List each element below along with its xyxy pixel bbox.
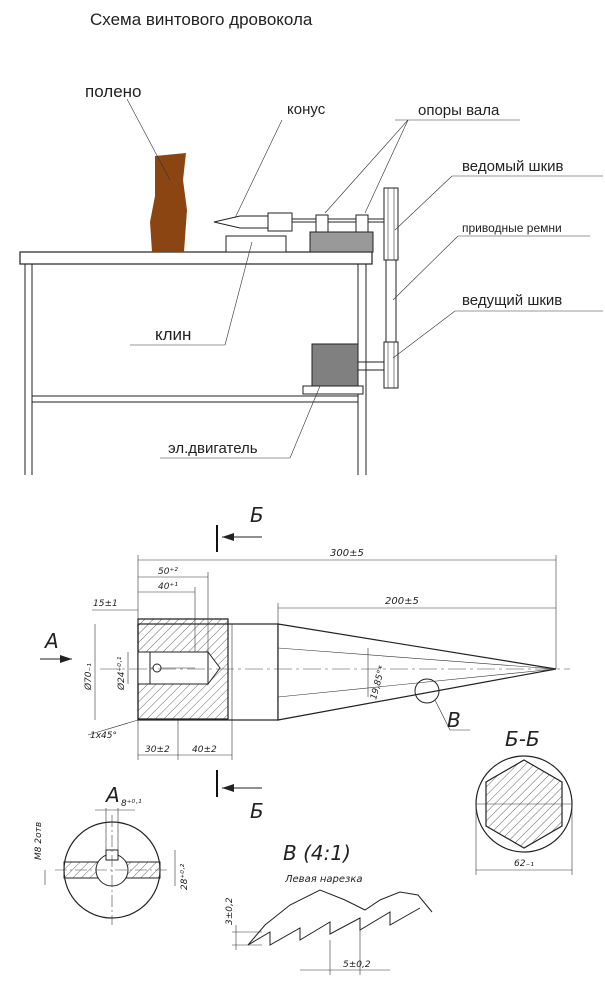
dim-pitch: 5±0,2: [343, 960, 371, 970]
dimensions-main: 300±5 200±5 50⁺² 40⁺¹ 15±1 Ø70₋₁ Ø24⁺⁰·¹…: [83, 548, 557, 760]
label-drive-belts: приводные ремни: [462, 221, 562, 235]
dim-hole-depth-outer: 50⁺²: [158, 567, 178, 577]
leader-lines: [126, 98, 603, 459]
dim-offset: 15±1: [93, 599, 118, 609]
wedge-body: [100, 618, 570, 721]
label-drive-pulley: ведущий шкив: [462, 292, 562, 309]
dim-total-length: 300±5: [330, 548, 364, 559]
view-letter-a: A: [43, 629, 59, 653]
dim-diameter: Ø70₋₁: [83, 663, 94, 691]
section-letter-top: Б: [250, 503, 264, 527]
section-view: Б-Б 62₋₁: [475, 727, 573, 875]
dim-chamfer: 1x45°: [90, 731, 117, 741]
motor-mount: [302, 385, 364, 395]
label-log: полено: [85, 82, 142, 101]
dim-thread-hole: M8 2отв: [34, 822, 44, 860]
log-shape: [150, 153, 187, 252]
label-cone: конус: [287, 101, 326, 118]
dim-hex-size: 62₋₁: [514, 859, 534, 869]
pulley-drive: [358, 187, 399, 389]
label-shaft-supports: опоры вала: [418, 102, 500, 119]
diagram-title: Схема винтового дровокола: [90, 10, 313, 29]
section-letter-bottom: Б: [250, 799, 264, 823]
section-marker-top: Б: [216, 503, 264, 552]
dim-pitch-height: 3±0,2: [225, 897, 235, 925]
dim-bottom-left: 30±2: [145, 745, 170, 755]
shaft-assembly: [213, 212, 385, 253]
section-marker-bottom: Б: [216, 770, 264, 823]
motor-shape: [311, 343, 359, 389]
dim-hole-depth-inner: 40⁺¹: [158, 582, 178, 592]
detail-letter: В: [447, 708, 461, 732]
dim-bottom-right: 40±2: [192, 745, 217, 755]
detail-title: В (4:1): [283, 841, 351, 865]
label-motor: эл.двигатель: [168, 440, 258, 457]
label-driven-pulley: ведомый шкив: [462, 158, 564, 175]
view-a-title: A: [104, 783, 120, 807]
dim-inner-diameter: Ø24⁺⁰·¹: [116, 656, 127, 691]
view-a: A 8⁺⁰·¹ 28⁺⁰·² M8 2отв: [34, 783, 190, 925]
view-arrow-a: A: [40, 629, 72, 663]
dim-key-width: 8⁺⁰·¹: [121, 799, 142, 809]
dim-cone-length: 200±5: [385, 596, 419, 607]
detail-subtitle: Левая нарезка: [284, 874, 363, 885]
dim-key-depth: 28⁺⁰·²: [180, 863, 190, 890]
detail-callout: В: [414, 678, 470, 732]
label-wedge: клин: [155, 325, 191, 344]
detail-view: В (4:1) Левая нарезка 3±0,2 5±0,2: [225, 841, 433, 975]
section-title: Б-Б: [505, 727, 540, 751]
